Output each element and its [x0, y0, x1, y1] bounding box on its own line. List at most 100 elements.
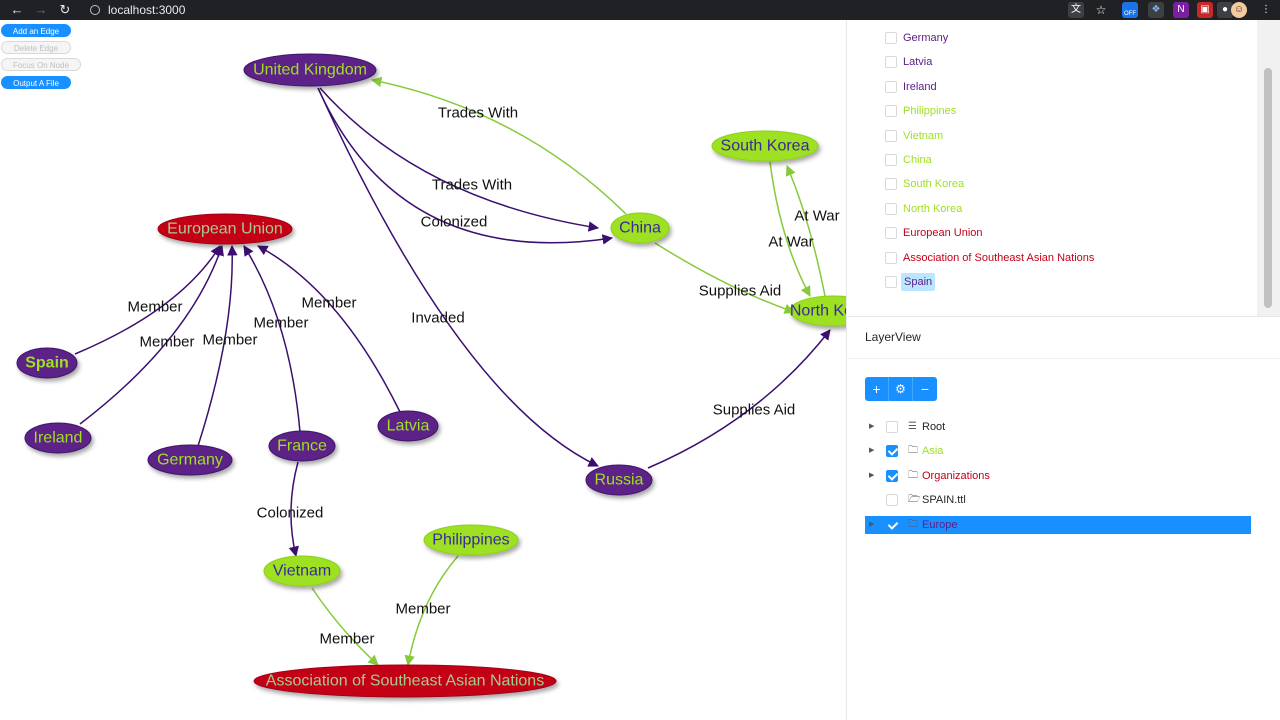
node-ellipse[interactable]: [377, 410, 439, 442]
list-item[interactable]: Spain: [901, 273, 936, 291]
delete-edge-button[interactable]: Delete Edge: [1, 41, 71, 54]
plus-icon[interactable]: +: [865, 377, 889, 401]
tree-node-europe[interactable]: ▶🗀Europe: [865, 515, 1251, 534]
node-ellipse[interactable]: [253, 664, 557, 698]
list-item[interactable]: Ireland: [903, 80, 937, 93]
edge-china-uk[interactable]: [370, 76, 627, 215]
node-ellipse[interactable]: [16, 347, 78, 379]
edge-skorea-nkorea[interactable]: [769, 161, 811, 297]
node-nkorea[interactable]: North Korea: [789, 295, 846, 327]
tree-checkbox[interactable]: [886, 494, 898, 507]
list-item-checkbox[interactable]: [885, 276, 897, 288]
edge-vietnam-asean[interactable]: [311, 587, 379, 666]
menu-icon[interactable]: ⋮: [1261, 4, 1271, 15]
node-ellipse[interactable]: [610, 212, 670, 244]
info-icon[interactable]: [90, 5, 100, 15]
caret-right-icon[interactable]: ▶: [869, 423, 875, 430]
tree-node-asia[interactable]: ▶🗀Asia: [865, 442, 1251, 460]
focus-node-button[interactable]: Focus On Node: [1, 58, 81, 71]
tree-node-spain-ttl[interactable]: 🗁SPAIN.ttl: [865, 491, 1251, 509]
puzzle-icon[interactable]: ●: [1217, 2, 1233, 18]
list-item-checkbox[interactable]: [885, 251, 897, 264]
list-item[interactable]: China: [903, 154, 932, 166]
node-philippines[interactable]: Philippines: [423, 524, 519, 556]
node-ellipse[interactable]: [585, 464, 653, 496]
caret-right-icon[interactable]: ▶: [869, 471, 875, 479]
extension-off-icon[interactable]: OFF: [1122, 2, 1138, 18]
tree-checkbox[interactable]: [886, 518, 898, 531]
list-item[interactable]: Philippines: [903, 105, 957, 118]
output-file-button[interactable]: Output A File: [1, 76, 71, 89]
list-item-checkbox[interactable]: [885, 154, 897, 166]
node-ellipse[interactable]: [157, 213, 293, 245]
node-ellipse[interactable]: [423, 524, 519, 556]
list-item-checkbox[interactable]: [885, 56, 897, 69]
gear-icon[interactable]: ⚙: [889, 377, 913, 401]
address-bar[interactable]: localhost:3000: [108, 3, 186, 17]
list-item[interactable]: European Union: [903, 227, 983, 240]
node-france[interactable]: France: [268, 430, 336, 462]
tree-checkbox[interactable]: [886, 421, 898, 433]
node-germany[interactable]: Germany: [147, 444, 233, 476]
node-ellipse[interactable]: [263, 555, 341, 587]
list-item[interactable]: Latvia: [903, 56, 933, 69]
node-latvia[interactable]: Latvia: [377, 410, 439, 442]
list-item[interactable]: North Korea: [903, 202, 963, 215]
node-russia[interactable]: Russia: [585, 464, 653, 496]
tree-checkbox[interactable]: [886, 445, 898, 458]
extension-icon[interactable]: ❖: [1148, 2, 1164, 18]
edge-france-vietnam[interactable]: [288, 461, 299, 558]
onenote-icon[interactable]: N: [1173, 2, 1189, 18]
node-uk[interactable]: United Kingdom: [243, 53, 377, 87]
list-item[interactable]: Germany: [903, 32, 949, 44]
edge-latvia-eu[interactable]: [257, 245, 401, 413]
edge-spain-eu[interactable]: [74, 245, 221, 355]
list-item-checkbox[interactable]: [885, 227, 897, 240]
node-ellipse[interactable]: [243, 53, 377, 87]
node-ellipse[interactable]: [24, 422, 92, 454]
add-edge-button[interactable]: Add an Edge: [1, 24, 71, 37]
edge-france-eu[interactable]: [243, 245, 301, 433]
node-china[interactable]: China: [610, 212, 670, 244]
caret-right-icon[interactable]: ▶: [869, 520, 875, 528]
node-ellipse[interactable]: [147, 444, 233, 476]
list-item[interactable]: South Korea: [903, 178, 965, 191]
edge-uk-china[interactable]: [319, 87, 600, 232]
extension-red-icon[interactable]: ▣: [1197, 2, 1213, 18]
edge-germany-eu[interactable]: [197, 244, 238, 447]
arrow-right-icon[interactable]: →: [34, 2, 48, 17]
avatar[interactable]: ☺: [1231, 2, 1247, 18]
minus-icon[interactable]: −: [913, 377, 937, 401]
list-item[interactable]: Vietnam: [903, 129, 944, 142]
caret-right-icon[interactable]: ▶: [869, 447, 875, 455]
translate-icon[interactable]: 文: [1068, 2, 1084, 18]
edge-china-nkorea[interactable]: [654, 242, 795, 314]
reload-icon[interactable]: ↻: [59, 2, 71, 17]
node-ellipse[interactable]: [268, 430, 336, 462]
list-item-checkbox[interactable]: [885, 178, 897, 191]
node-ireland[interactable]: Ireland: [24, 422, 92, 454]
edge-nkorea-skorea[interactable]: [785, 165, 826, 297]
arrow-left-icon[interactable]: ←: [10, 2, 24, 17]
node-skorea[interactable]: South Korea: [711, 130, 819, 162]
scrollbar-thumb[interactable]: [1264, 68, 1272, 308]
list-item-checkbox[interactable]: [885, 105, 897, 118]
list-item-checkbox[interactable]: [885, 32, 897, 44]
star-icon[interactable]: ☆: [1095, 3, 1107, 17]
node-spain[interactable]: Spain: [16, 347, 78, 379]
tree-node-root[interactable]: ▶☰Root: [865, 418, 1251, 436]
list-item[interactable]: Association of Southeast Asian Nations: [903, 251, 1095, 264]
edge-russia-nkorea[interactable]: [647, 329, 831, 469]
edge-ireland-eu[interactable]: [79, 245, 224, 425]
edge-uk-russia[interactable]: [317, 87, 599, 467]
tree-node-organizations[interactable]: ▶🗀Organizations: [865, 467, 1251, 485]
list-item-checkbox[interactable]: [885, 129, 897, 142]
edge-philippines-asean[interactable]: [404, 555, 459, 667]
edge-uk-china[interactable]: [317, 87, 614, 245]
node-eu[interactable]: European Union: [157, 213, 293, 245]
list-item-checkbox[interactable]: [885, 202, 897, 215]
node-asean[interactable]: Association of Southeast Asian Nations: [253, 664, 557, 698]
list-item-checkbox[interactable]: [885, 80, 897, 93]
node-ellipse[interactable]: [789, 295, 846, 327]
